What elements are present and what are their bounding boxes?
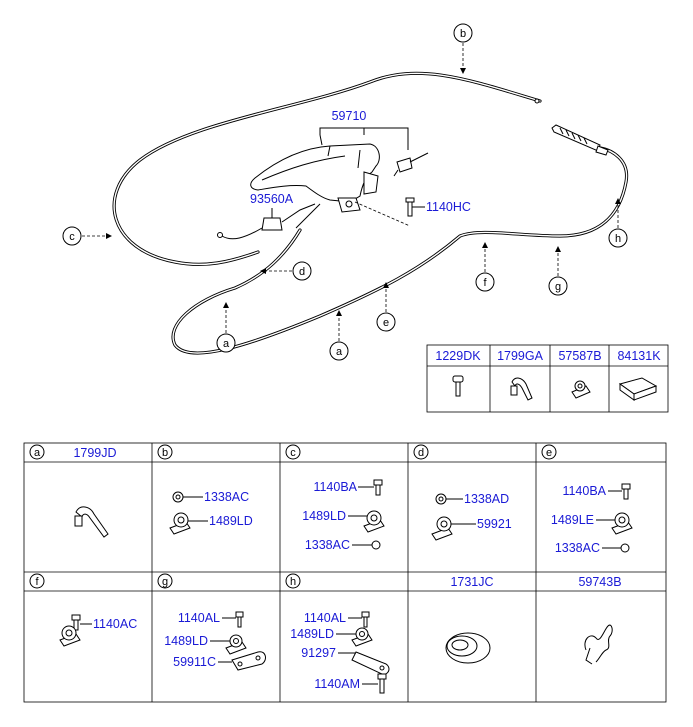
- cell-c-label-2: 1489LD: [302, 509, 346, 523]
- cell-h-letter: h: [290, 576, 296, 588]
- callout-a-left-letter: a: [223, 338, 230, 350]
- bolt-label: 1140HC: [426, 200, 471, 214]
- cell-d-letter: d: [418, 447, 424, 459]
- cell-c-label-3: 1338AC: [305, 538, 350, 552]
- callout-e: e: [376, 282, 396, 332]
- callout-b-letter: b: [460, 28, 466, 40]
- strap-clip-icon: [510, 377, 533, 401]
- callout-d: d: [260, 261, 312, 281]
- cell-g-label-1: 1140AL: [178, 611, 220, 625]
- cell-g-label-2: 1489LD: [164, 634, 208, 648]
- cell-g-label-3: 59911C: [173, 655, 216, 669]
- pad-icon: [618, 377, 658, 401]
- callout-c-letter: c: [69, 231, 75, 243]
- cell-h-label-4: 1140AM: [314, 677, 360, 691]
- cell-d-label-2: 59921: [477, 517, 512, 531]
- pin-icon: [452, 375, 464, 397]
- cable-clip-icon: [571, 380, 591, 399]
- callout-h-letter: h: [615, 233, 621, 245]
- wire-clip-icon: [584, 624, 613, 665]
- grommet-icon: [445, 632, 491, 664]
- brake-cable-assembly: [112, 71, 629, 355]
- cell-a-letter: a: [34, 447, 41, 459]
- cell-h-parts: 1140AL 1489LD 91297 1140AM: [290, 611, 390, 694]
- callout-g-letter: g: [555, 281, 561, 293]
- main-part-label: 59710: [332, 109, 367, 123]
- sensor-label: 93560A: [250, 192, 294, 206]
- cell-h-label-1: 1140AL: [304, 611, 346, 625]
- cell-f-label-1: 1140AC: [93, 617, 137, 631]
- callout-g: g: [548, 246, 568, 296]
- cell-c-letter: c: [290, 447, 296, 459]
- cell-d-parts: 1338AD 59921: [431, 492, 512, 541]
- cell-c-parts: 1140BA 1489LD 1338AC: [302, 479, 385, 552]
- parking-brake-lever: [250, 143, 429, 213]
- cell-e-parts: 1140BA 1489LE 1338AC: [551, 483, 633, 555]
- cell-h-label-3: 91297: [301, 646, 336, 660]
- small-part-header-4: 84131K: [617, 349, 661, 363]
- cell-b-parts: 1338AC 1489LD: [169, 490, 253, 535]
- callout-d-letter: d: [299, 266, 305, 278]
- cell-f-letter: f: [35, 576, 39, 588]
- cell-e-label-3: 1338AC: [555, 541, 600, 555]
- bolt-1140hc: 1140HC: [354, 197, 471, 227]
- cell-e-label-2: 1489LE: [551, 513, 594, 527]
- callout-b: b: [453, 23, 473, 74]
- cell-a-title: 1799JD: [73, 446, 116, 460]
- cell-b-label-2: 1489LD: [209, 514, 253, 528]
- cell-c-label-1: 1140BA: [313, 480, 357, 494]
- cell-e-letter: e: [546, 447, 552, 459]
- small-part-header-1: 1229DK: [435, 349, 481, 363]
- cell-b-letter: b: [162, 447, 168, 459]
- cell-f-parts: 1140AC: [59, 614, 137, 647]
- cell-d-label-1: 1338AD: [464, 492, 509, 506]
- brake-switch-sensor: 93560A: [217, 192, 321, 240]
- callout-e-letter: e: [383, 317, 389, 329]
- strap-icon: [74, 506, 109, 538]
- callout-a-left: a: [216, 302, 236, 353]
- detail-grid: a 1799JD b c d e f g h 1731JC 59743B 133…: [23, 442, 667, 703]
- cell-h-label-2: 1489LD: [290, 627, 334, 641]
- small-part-header-3: 57587B: [558, 349, 601, 363]
- main-part-callout: 59710: [319, 109, 409, 150]
- callout-f-letter: f: [483, 277, 487, 289]
- cell-grommet-title: 1731JC: [450, 575, 493, 589]
- small-parts-table: 1229DK 1799GA 57587B 84131K: [426, 344, 669, 413]
- callout-a-mid-letter: a: [336, 346, 343, 358]
- cell-b-label-1: 1338AC: [204, 490, 249, 504]
- small-part-header-2: 1799GA: [497, 349, 544, 363]
- cell-clip-title: 59743B: [578, 575, 621, 589]
- callout-a-mid: a: [329, 310, 349, 361]
- callout-h: h: [608, 198, 628, 248]
- cell-e-label-1: 1140BA: [562, 484, 606, 498]
- callout-f: f: [475, 242, 495, 292]
- cell-g-parts: 1140AL 1489LD 59911C: [164, 611, 266, 671]
- callout-c: c: [62, 226, 112, 246]
- cell-g-letter: g: [162, 576, 168, 588]
